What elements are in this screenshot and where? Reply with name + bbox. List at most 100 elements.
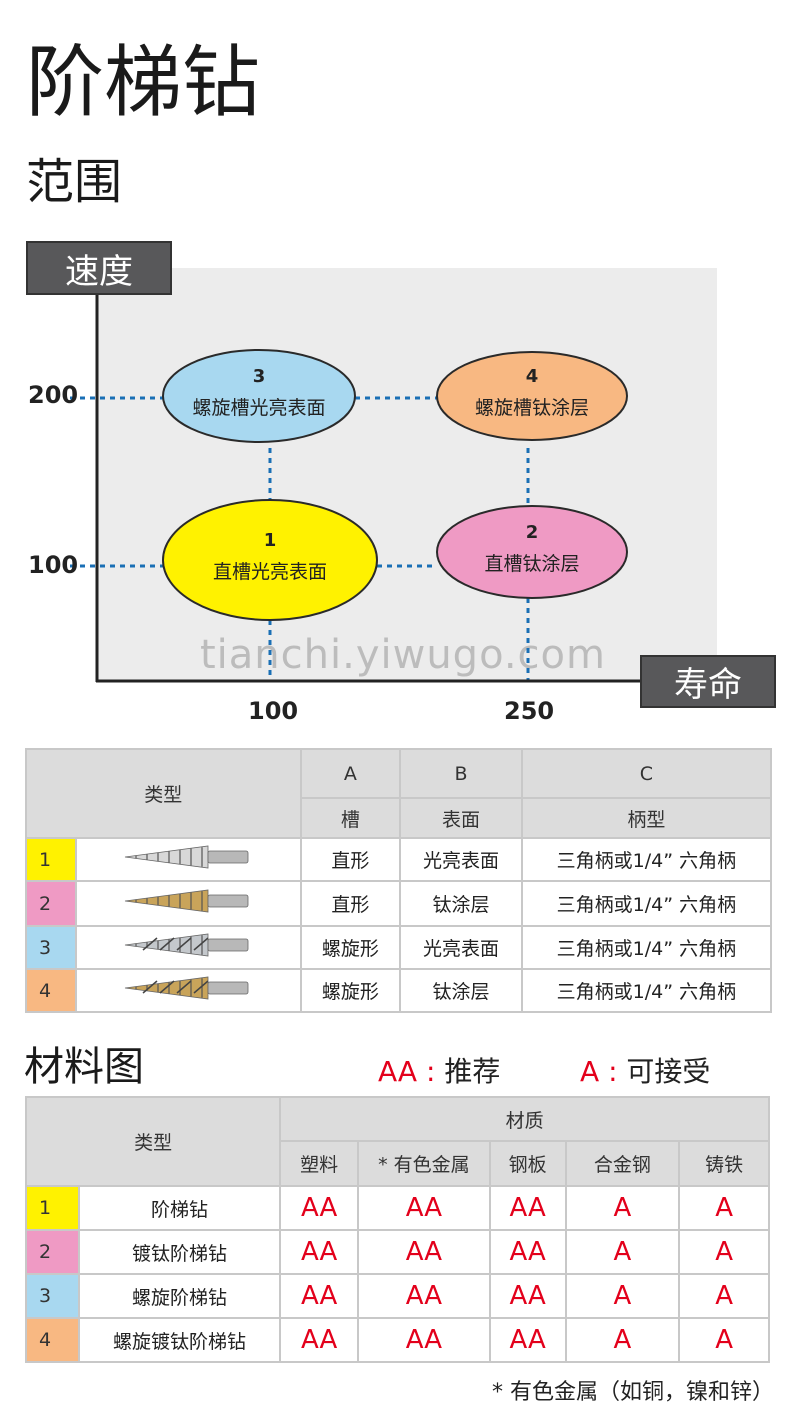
material-column: 塑料: [279, 1140, 360, 1187]
x-tick-label: 250: [504, 697, 555, 725]
node-ellipse: [162, 499, 378, 621]
footnote: * 有色金属（如铜，镍和锌）: [492, 1380, 774, 1405]
y-tick-label: 100: [28, 551, 79, 579]
table-row: 2 直形钛涂层三角柄或1/4” 六角柄: [25, 880, 773, 927]
page-title: 阶梯钻: [26, 38, 261, 128]
surface-cell: 光亮表面: [399, 837, 523, 882]
rating-cell: A: [678, 1229, 770, 1275]
rating-cell: A: [564, 1229, 681, 1275]
groove-cell: 螺旋形: [299, 925, 402, 970]
shank-cell: 三角柄或1/4” 六角柄: [520, 925, 773, 970]
material-column: 钢板: [488, 1140, 567, 1187]
material-column: 铸铁: [678, 1140, 770, 1187]
legend-aa-text: 推荐: [444, 1055, 501, 1088]
legend-colon: :: [608, 1055, 618, 1088]
x-tick-label: 100: [248, 697, 299, 725]
shank-cell: 三角柄或1/4” 六角柄: [520, 968, 773, 1013]
groove-cell: 直形: [299, 880, 402, 927]
groove-cell: 螺旋形: [299, 968, 402, 1013]
shank-cell: 三角柄或1/4” 六角柄: [520, 880, 773, 927]
node-number: 1: [264, 530, 277, 551]
chart-node: 2 直槽钛涂层: [436, 505, 628, 599]
drill-image: [74, 837, 302, 882]
col-letter: C: [520, 748, 773, 799]
legend-a: A: [580, 1055, 600, 1088]
col-name: 柄型: [520, 797, 773, 839]
drill-name: 螺旋镀钛阶梯钻: [77, 1317, 282, 1363]
type-number: 1: [25, 837, 77, 882]
rating-cell: AA: [488, 1185, 567, 1231]
chart-node: 4 螺旋槽钛涂层: [436, 351, 628, 441]
node-ellipse: [162, 349, 356, 443]
drill-name: 镀钛阶梯钻: [77, 1229, 282, 1275]
col-letter: B: [399, 748, 523, 799]
range-heading: 范围: [26, 154, 123, 210]
type-number: 1: [25, 1185, 80, 1231]
rating-cell: A: [564, 1185, 681, 1231]
watermark: tianchi.yiwugo.com: [200, 632, 606, 678]
groove-cell: 直形: [299, 837, 402, 882]
range-chart: 3 螺旋槽光亮表面 4 螺旋槽钛涂层 1 直槽光亮表面 2 直槽钛涂层: [70, 295, 642, 683]
shank-cell: 三角柄或1/4” 六角柄: [520, 837, 773, 882]
node-label: 螺旋槽钛涂层: [475, 397, 589, 419]
legend-colon: :: [426, 1055, 436, 1088]
type-number: 4: [25, 1317, 80, 1363]
node-number: 3: [253, 366, 266, 387]
chart-background: [97, 268, 717, 680]
rating-cell: AA: [279, 1317, 360, 1363]
y-tick-label: 200: [28, 381, 79, 409]
type-number: 2: [25, 1229, 80, 1275]
drill-image: [74, 880, 302, 927]
node-ellipse: [436, 351, 628, 441]
legend-aa: AA: [378, 1055, 418, 1088]
type-number: 3: [25, 925, 77, 970]
node-number: 4: [526, 366, 539, 387]
type-header: 类型: [24, 1096, 282, 1187]
node-label: 螺旋槽光亮表面: [192, 397, 325, 419]
col-name: 槽: [299, 797, 402, 839]
material-column: 合金钢: [564, 1140, 681, 1187]
rating-cell: AA: [357, 1185, 491, 1231]
y-axis-label: 速度: [26, 241, 172, 295]
legend-acceptable: A : 可接受: [580, 1050, 710, 1090]
rating-cell: AA: [357, 1229, 491, 1275]
type-header: 类型: [25, 748, 302, 839]
rating-cell: A: [678, 1273, 770, 1319]
legend-recommended: AA : 推荐: [378, 1050, 500, 1090]
col-name: 表面: [399, 797, 523, 839]
drill-name: 螺旋阶梯钻: [77, 1273, 282, 1319]
type-number: 2: [25, 880, 77, 927]
drill-image: [74, 925, 302, 970]
rating-cell: AA: [488, 1273, 567, 1319]
table-row: 1 直形光亮表面三角柄或1/4” 六角柄: [25, 837, 773, 882]
surface-cell: 钛涂层: [399, 968, 523, 1013]
node-number: 2: [526, 522, 539, 543]
rating-cell: AA: [488, 1229, 567, 1275]
rating-cell: AA: [357, 1317, 491, 1363]
rating-cell: AA: [279, 1229, 360, 1275]
materials-heading: 材料图: [24, 1044, 144, 1090]
node-label: 直槽光亮表面: [213, 561, 327, 583]
surface-cell: 钛涂层: [399, 880, 523, 927]
material-header: 材质: [279, 1096, 770, 1142]
type-number: 3: [25, 1273, 80, 1319]
col-letter: A: [299, 748, 402, 799]
rating-cell: AA: [488, 1317, 567, 1363]
grid-lines: [70, 396, 530, 680]
node-ellipse: [436, 505, 628, 599]
rating-cell: A: [564, 1273, 681, 1319]
x-axis-label: 寿命: [640, 655, 776, 708]
node-label: 直槽钛涂层: [484, 553, 579, 575]
chart-node: 1 直槽光亮表面: [162, 499, 378, 621]
material-column: * 有色金属: [357, 1140, 491, 1187]
legend-a-text: 可接受: [626, 1055, 711, 1088]
chart-node: 3 螺旋槽光亮表面: [162, 349, 356, 443]
drill-name: 阶梯钻: [77, 1185, 282, 1231]
